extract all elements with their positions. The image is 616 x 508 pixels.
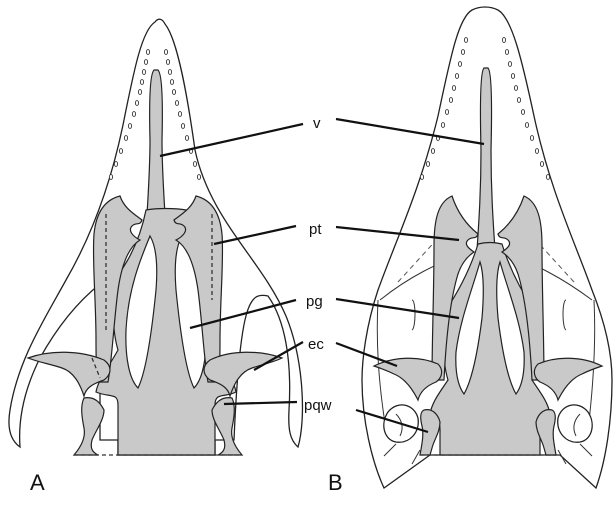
panel-label-b: B bbox=[328, 470, 343, 495]
label-pg: pg bbox=[306, 293, 323, 310]
label-ec: ec bbox=[308, 336, 324, 353]
label-pt: pt bbox=[309, 221, 322, 238]
skull-b bbox=[362, 7, 612, 488]
skull-a bbox=[9, 19, 303, 455]
panel-label-a: A bbox=[30, 470, 45, 495]
skull-b-condyle-right bbox=[558, 405, 592, 442]
label-v: v bbox=[313, 115, 321, 132]
label-pqw: pqw bbox=[304, 397, 332, 414]
